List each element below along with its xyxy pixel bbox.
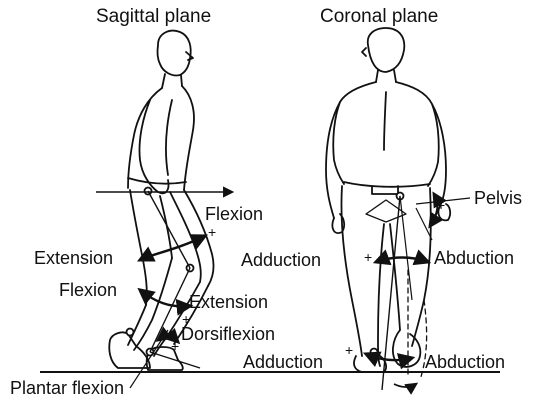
hip-ab-adduction-arrow	[376, 258, 428, 263]
hip-flexion-plus-sign: +	[208, 225, 216, 239]
hip-adduction-plus-sign: +	[364, 250, 372, 264]
pelvis-label: Pelvis	[474, 189, 522, 207]
pelvis-plus-sign: +	[437, 198, 445, 212]
hip-extension-label: Extension	[34, 249, 113, 267]
coronal-hip-axis-line	[400, 196, 412, 300]
foot-adduction-label: Adduction	[243, 353, 323, 371]
knee-extension-label: Extension	[189, 293, 268, 311]
hip-adduction-label: Adduction	[241, 251, 321, 269]
ankle-dorsiflexion-label: Dorsiflexion	[181, 325, 275, 343]
plantar-pointer-line	[130, 330, 168, 388]
dorsiflexion-plus-sign: +	[171, 339, 179, 353]
thigh-axis-line	[148, 191, 190, 268]
sagittal-walking-figure	[109, 31, 213, 370]
foot-progression-arrow	[394, 384, 416, 387]
coronal-plane-title: Coronal plane	[320, 7, 438, 26]
pelvis-axis-line	[416, 208, 432, 240]
foot-abduction-label: Abduction	[425, 353, 505, 371]
hip-flexion-label: Flexion	[205, 205, 263, 223]
sagittal-plane-title: Sagittal plane	[96, 7, 211, 26]
foot-adduction-plus-sign: +	[345, 343, 353, 357]
knee-flexion-label: Flexion	[59, 281, 117, 299]
knee-extension-plus-sign: +	[182, 312, 190, 326]
ankle-plantar-flexion-label: Plantar flexion	[10, 379, 124, 397]
hip-abduction-label: Abduction	[434, 249, 514, 267]
